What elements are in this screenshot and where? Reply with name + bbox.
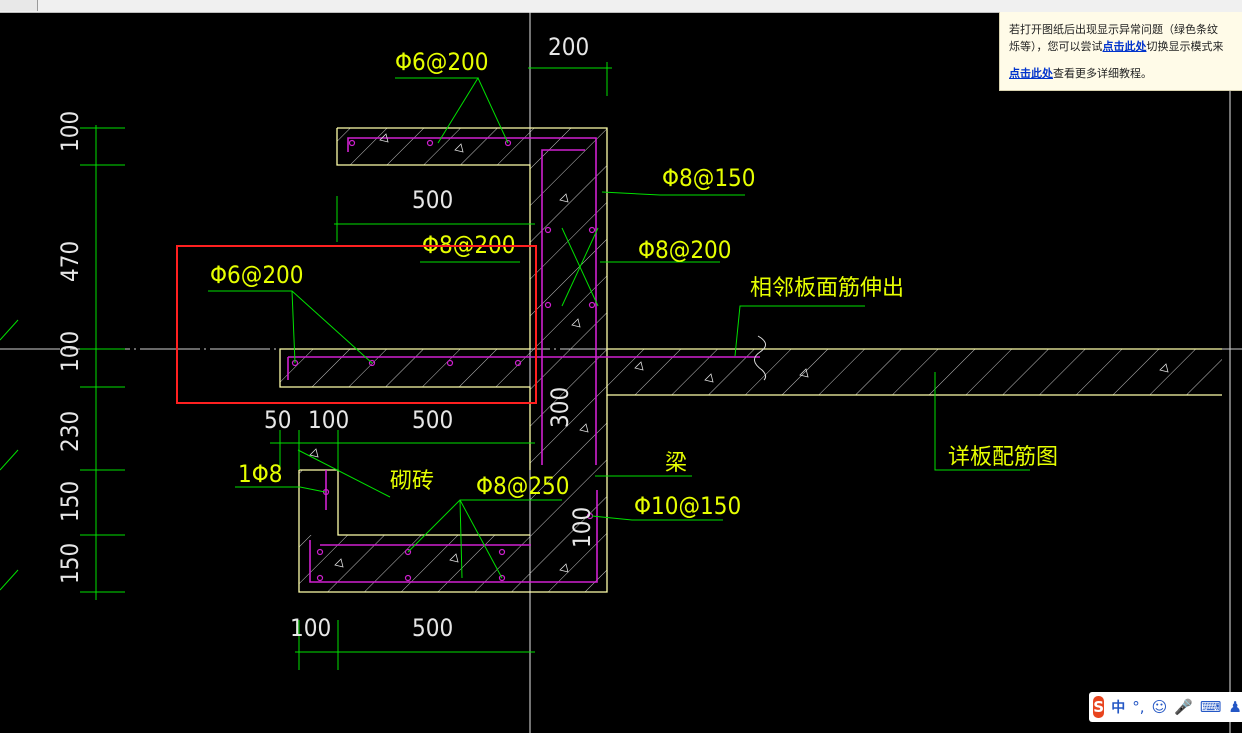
dim-v-150-b: 150 <box>56 543 84 584</box>
label-slab-detail: 详板配筋图 <box>948 445 1058 470</box>
switch-display-mode-link[interactable]: 点击此处 <box>1102 40 1147 53</box>
dim-top-200: 200 <box>548 33 589 61</box>
label-phi6-200-top: Φ6@200 <box>395 48 489 76</box>
rebar-annotations: Φ6@200 Φ8@150 Φ8@200 Φ8@200 Φ6@200 相邻板面筋… <box>210 48 1058 520</box>
ime-mode-toggle[interactable]: 中 <box>1111 700 1126 716</box>
dim-v-300: 300 <box>546 387 574 428</box>
dim-h-500-bottom: 500 <box>412 614 453 642</box>
label-one-phi8: 1Φ8 <box>238 460 282 488</box>
label-phi8-150: Φ8@150 <box>662 164 756 192</box>
label-brick: 砌砖 <box>390 469 434 494</box>
display-issue-notice: 若打开图纸后出现显示异常问题（绿色条纹 烁等），您可以尝试点击此处切换显示模式来… <box>999 12 1242 91</box>
dim-v-470: 470 <box>56 241 84 282</box>
dim-v-100-top: 100 <box>56 111 84 152</box>
dim-v-230: 230 <box>56 411 84 452</box>
label-beam: 梁 <box>665 451 687 476</box>
emoji-icon[interactable]: ☺ <box>1151 697 1168 716</box>
label-phi8-250: Φ8@250 <box>476 472 570 500</box>
dim-h-100-bottom: 100 <box>290 614 331 642</box>
label-phi8-200-right: Φ8@200 <box>638 236 732 264</box>
selection-highlight-box <box>176 245 537 404</box>
ime-toolbar: S 中 °, ☺ 🎤 ⌨ ♟ <box>1089 692 1242 722</box>
dim-v-150-a: 150 <box>56 481 84 522</box>
keyboard-icon[interactable]: ⌨ <box>1199 697 1222 716</box>
sogou-logo-icon[interactable]: S <box>1093 696 1105 718</box>
notice-line-3: 点击此处查看更多详细教程。 <box>1009 67 1152 80</box>
dim-h-50: 50 <box>264 406 291 434</box>
dim-v-100-right: 100 <box>568 507 596 548</box>
top-toolbar <box>0 0 1242 13</box>
aggregate-marks <box>309 133 1169 573</box>
leader-and-dimension-lines <box>0 62 1030 670</box>
concrete-hatch <box>280 128 1222 592</box>
dim-h-100-mid: 100 <box>308 406 349 434</box>
notice-line-2: 烁等），您可以尝试点击此处切换显示模式来 <box>1009 40 1224 53</box>
break-line <box>754 335 767 381</box>
notice-line-1: 若打开图纸后出现显示异常问题（绿色条纹 <box>1009 23 1218 36</box>
cad-drawing-canvas[interactable]: 200 100 470 100 230 150 150 500 50 100 5… <box>0 12 1242 733</box>
toolbar-tab[interactable] <box>0 0 38 11</box>
toolbox-icon[interactable]: ♟ <box>1228 697 1242 716</box>
label-phi10-150: Φ10@150 <box>634 492 741 520</box>
rebar-dots <box>291 139 596 582</box>
label-phi6-200-left: Φ6@200 <box>210 261 304 289</box>
punctuation-icon[interactable]: °, <box>1132 697 1145 716</box>
view-tutorial-link[interactable]: 点击此处 <box>1009 67 1053 80</box>
microphone-icon[interactable]: 🎤 <box>1174 697 1193 716</box>
dimension-texts: 200 100 470 100 230 150 150 500 50 100 5… <box>56 33 596 642</box>
dim-h-500-mid: 500 <box>412 406 453 434</box>
dim-h-500-top: 500 <box>412 186 453 214</box>
dim-v-100-mid: 100 <box>56 331 84 372</box>
label-adjacent-slab: 相邻板面筋伸出 <box>750 276 904 301</box>
